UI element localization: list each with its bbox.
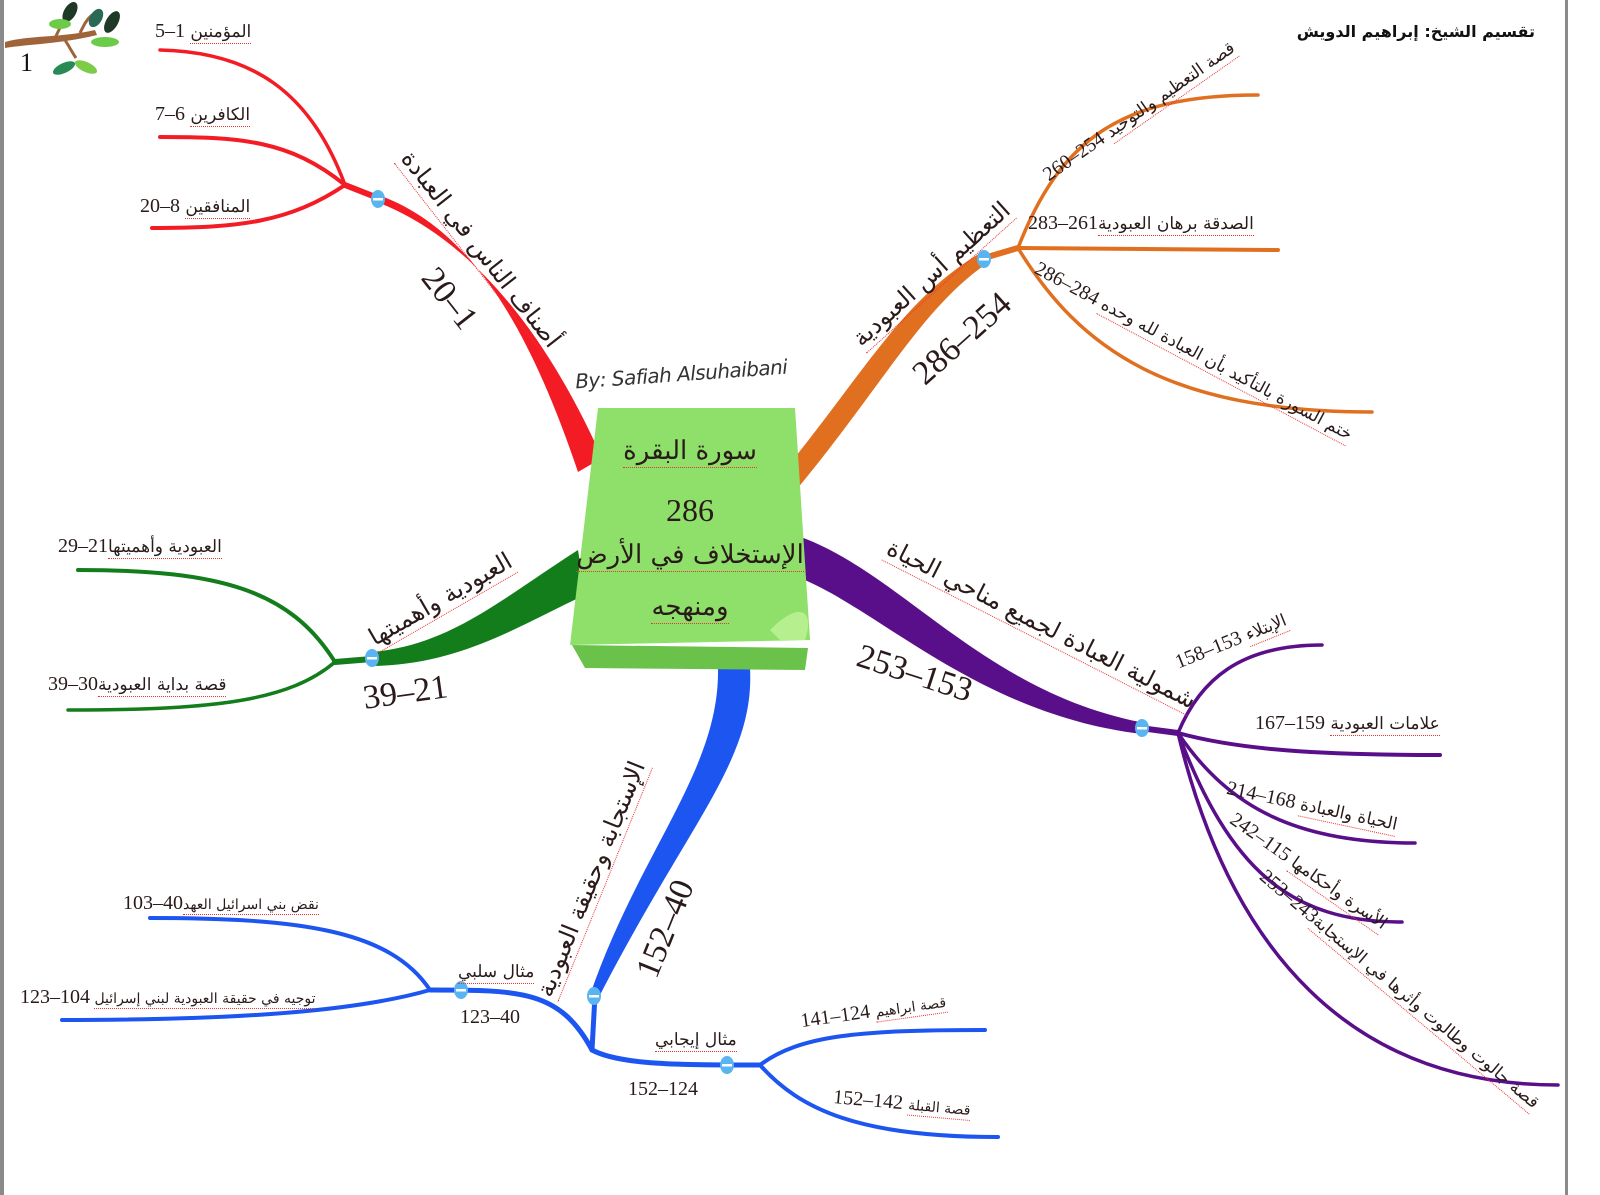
minus-circle-icon[interactable] xyxy=(587,987,601,1005)
sub-branch-positive-example[interactable]: مثال إيجابي xyxy=(655,1030,737,1052)
branch-green xyxy=(66,550,585,712)
leafy-branch-icon xyxy=(5,2,120,75)
leaf-red-1[interactable]: 5–1 المؤمنين xyxy=(155,20,252,44)
leaf-red-3[interactable]: 20–8 المنافقين xyxy=(140,195,251,219)
page-border-right xyxy=(1565,0,1568,1195)
sub-branch-negative-range: 123–40 xyxy=(460,1006,520,1028)
branch-purple xyxy=(795,535,1560,1087)
leaf-orange-2[interactable]: 283–261الصدقة برهان العبودية xyxy=(1028,212,1254,236)
central-verse-count: 286 xyxy=(666,492,714,528)
central-theme-line2: ومنهجه xyxy=(651,592,729,624)
minus-circle-icon[interactable] xyxy=(1135,719,1149,737)
minus-circle-icon[interactable] xyxy=(454,981,468,999)
central-node[interactable] xyxy=(570,408,810,670)
leaf-blue-1[interactable]: 103–40نقض بني اسرائيل العهد xyxy=(123,892,319,915)
page-border-left xyxy=(0,0,4,1195)
minus-circle-icon[interactable] xyxy=(977,250,991,268)
sub-branch-negative-example[interactable]: مثال سلبي xyxy=(458,962,535,984)
minus-circle-icon[interactable] xyxy=(720,1056,734,1074)
minus-circle-icon[interactable] xyxy=(365,649,379,667)
minus-circle-icon[interactable] xyxy=(371,190,385,208)
branch-blue xyxy=(60,668,1000,1139)
leaf-green-2[interactable]: 39–30قصة بداية العبودية xyxy=(48,673,227,697)
sub-branch-positive-range: 152–124 xyxy=(628,1078,698,1100)
leaf-green-1[interactable]: 29–21العبودية وأهميتها xyxy=(58,535,222,559)
central-theme-line1: الإستخلاف في الأرض xyxy=(576,540,804,572)
branch-orange xyxy=(778,93,1374,495)
leaf-red-2[interactable]: 7–6 الكافرين xyxy=(155,103,251,127)
header-credit: تقسيم الشيخ: إبراهيم الدويش xyxy=(1296,22,1535,41)
central-title: سورة البقرة xyxy=(623,436,757,468)
leaf-purple-2[interactable]: 167–159 علامات العبودية xyxy=(1255,712,1440,736)
page-number: 1 xyxy=(20,48,33,77)
leaf-blue-2[interactable]: 123–104 توجيه في حقيقة العبودية لبني إسر… xyxy=(20,986,316,1009)
